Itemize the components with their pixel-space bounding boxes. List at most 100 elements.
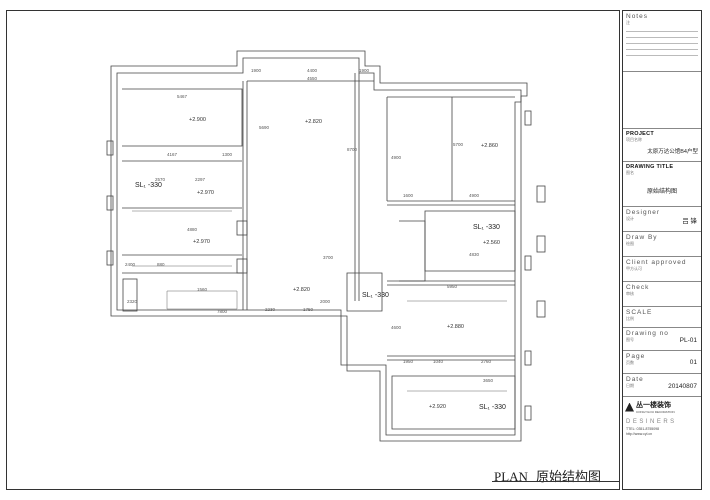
- drawing-title-value: 原始结构图: [646, 189, 677, 195]
- drawing-title-sub: 图名: [626, 170, 634, 175]
- level-l9: +2.920: [429, 404, 446, 410]
- designer-sub: 设计: [626, 216, 634, 221]
- scale-section: SCALE 比例: [623, 307, 701, 328]
- date-value: 20140807: [668, 383, 697, 390]
- project-sub: 项目名称: [626, 137, 642, 142]
- page-value: 01: [689, 359, 697, 366]
- project-name: 太原万达公馆B4户型: [647, 149, 698, 155]
- notes-line: [626, 38, 698, 44]
- dim-d20: 1040: [433, 359, 444, 364]
- plan-title-en: PLAN: [494, 469, 528, 484]
- dim-d14: 3700: [323, 255, 334, 260]
- title-block: Notes 注 PROJECT 项目名称 太原万达公馆B4户型 DRAWING …: [622, 10, 702, 490]
- page-section: Page 页数 01: [623, 351, 701, 374]
- scale-sub: 比例: [626, 316, 634, 321]
- drawn-by-sub: 绘图: [626, 241, 634, 246]
- drawn-by-section: Draw By 绘图: [623, 232, 701, 257]
- dim-d21: 2760: [481, 359, 492, 364]
- check-label: Check: [626, 284, 650, 291]
- level-l3: +2.860: [481, 143, 498, 149]
- page-sub: 页数: [626, 360, 634, 365]
- level-l1: +2.900: [189, 117, 206, 123]
- dim-room-a-height: 5690: [259, 125, 270, 130]
- company-name-en: CONGYILOU DECORATION: [636, 410, 675, 414]
- dim-right-height-2: 4900: [391, 155, 402, 160]
- plan-title-cn: 原始结构图: [535, 469, 601, 484]
- notes-line: [626, 32, 698, 38]
- dim-top-2: 4400: [307, 68, 318, 73]
- check-sub: 审核: [626, 291, 634, 296]
- sl-label-1: SL₁ -330: [135, 182, 162, 189]
- dim-room-a-width: 5467: [177, 94, 188, 99]
- dim-d8: 2320: [127, 299, 138, 304]
- check-section: Check 审核: [623, 282, 701, 307]
- notes-section: Notes 注: [623, 11, 701, 72]
- sl-label-4: SL₁ -330: [479, 404, 506, 411]
- date-section: Date 日期 20140807: [623, 374, 701, 397]
- level-l2: +2.820: [305, 119, 322, 125]
- drawing-title-section: DRAWING TITLE 图名 原始结构图: [623, 162, 701, 207]
- dim-d10: 7800: [217, 309, 228, 314]
- floor-plan: 1900 4400 1900 4550 5467 5690 8700 5700 …: [106, 50, 546, 442]
- dim-right-height: 5700: [453, 142, 464, 147]
- plan-title: PLAN 原始结构图: [494, 466, 601, 485]
- dim-d13: 2000: [320, 299, 331, 304]
- date-sub: 日期: [626, 383, 634, 388]
- phone: TTEL: 0351-8755098: [626, 427, 660, 431]
- dim-d1: 4167: [167, 152, 178, 157]
- level-l7: +2.560: [483, 240, 500, 246]
- drawing-title-label: DRAWING TITLE: [626, 164, 674, 170]
- client-sub: 甲方认可: [626, 266, 642, 271]
- designer-name: 吕 锋: [682, 218, 697, 225]
- dim-top-1: 1900: [251, 68, 262, 73]
- notes-line: [626, 50, 698, 56]
- notes-label: Notes: [626, 13, 648, 20]
- dim-d15: 1600: [403, 193, 414, 198]
- drawing-no-label: Drawing no: [626, 330, 669, 337]
- dim-mid-span: 8700: [347, 147, 358, 152]
- drawing-no-value: PL-01: [679, 337, 697, 344]
- project-section: PROJECT 项目名称 太原万达公馆B4户型: [623, 129, 701, 162]
- client-section: Client approved 甲方认可: [623, 257, 701, 282]
- level-l6: +2.820: [293, 287, 310, 293]
- drawing-no-section: Drawing no 图号 PL-01: [623, 328, 701, 351]
- drawing-no-sub: 图号: [626, 337, 634, 342]
- sl-label-2: SL₁ -330: [473, 224, 500, 231]
- dim-d19: 1950: [403, 359, 414, 364]
- notes-blank: [623, 72, 701, 129]
- dim-d2: 1300: [222, 152, 233, 157]
- company-name: 丛一楼装饰: [636, 402, 671, 409]
- notes-line: [626, 44, 698, 50]
- date-label: Date: [626, 376, 644, 383]
- dim-top-3: 1900: [359, 68, 370, 73]
- dim-d7: 880: [157, 262, 165, 267]
- scale-label: SCALE: [626, 309, 653, 316]
- designer-label: Designer: [626, 209, 661, 216]
- level-l5: +2.970: [193, 239, 210, 245]
- notes-line: [626, 26, 698, 32]
- client-label: Client approved: [626, 259, 687, 266]
- level-l4: +2.970: [197, 190, 214, 196]
- dim-d4: 2297: [195, 177, 206, 182]
- dim-d22: 3650: [483, 378, 494, 383]
- dim-d9: 1560: [197, 287, 208, 292]
- designer-section: Designer 设计 吕 锋: [623, 207, 701, 232]
- dim-d12: 1750: [303, 307, 314, 312]
- sl-label-3: SL₁ -330: [362, 292, 389, 299]
- plan-title-underline: [492, 481, 620, 482]
- website: http://www.cyl.cn: [626, 432, 653, 436]
- dim-d5: 4880: [187, 227, 198, 232]
- level-l8: +2.880: [447, 324, 464, 330]
- drawn-by-label: Draw By: [626, 234, 658, 241]
- dim-d3: 2570: [155, 177, 166, 182]
- project-label: PROJECT: [626, 131, 655, 137]
- notes-sub: 注: [626, 20, 630, 25]
- designers-label: DESINERS: [626, 419, 677, 425]
- dim-d16: 4900: [469, 193, 480, 198]
- dim-d18: 4830: [469, 252, 480, 257]
- page-label: Page: [626, 353, 646, 360]
- dim-top-overall: 4550: [307, 76, 318, 81]
- logo-icon: [625, 402, 634, 412]
- company-logo: 丛一楼装饰 CONGYILOU DECORATION: [623, 397, 701, 417]
- dim-d6: 2400: [125, 262, 136, 267]
